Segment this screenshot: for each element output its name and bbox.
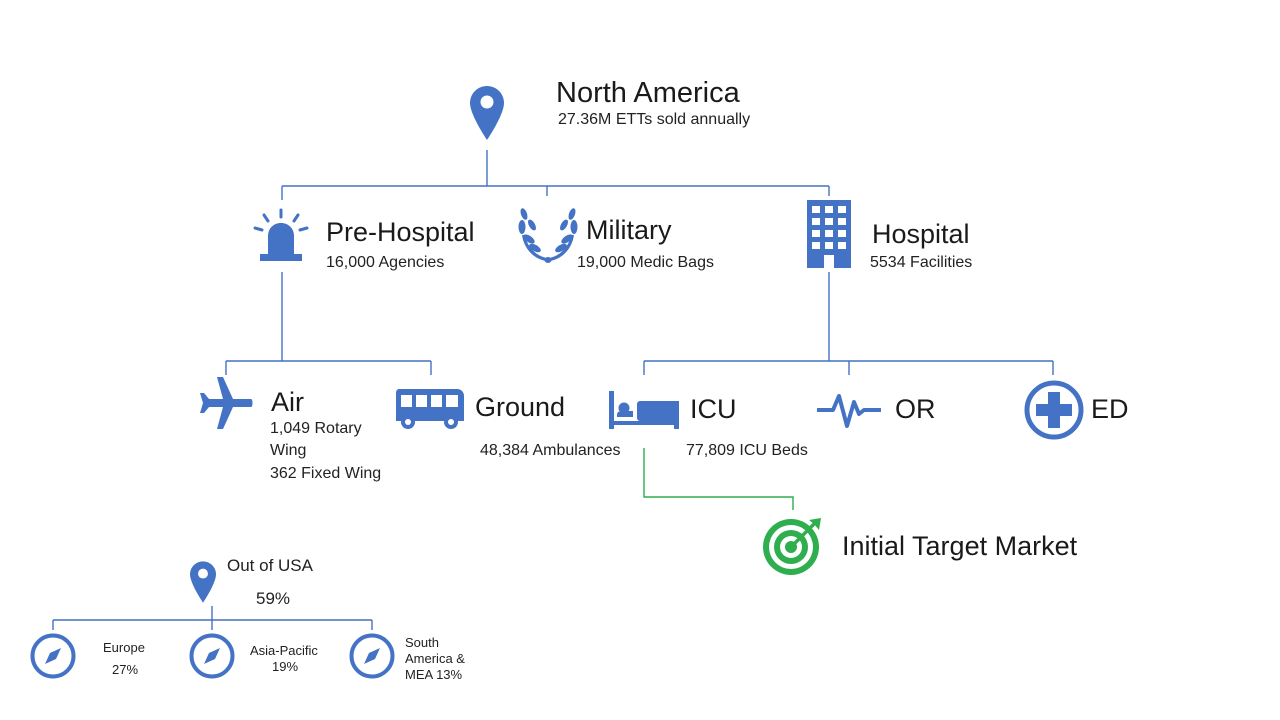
ground-title: Ground	[475, 392, 566, 422]
region-name-line-3: MEA 13%	[405, 667, 463, 682]
medical-cross-icon	[1024, 380, 1084, 440]
hospital-subtitle: 5534 Facilities	[870, 254, 973, 271]
region-name: Europe	[103, 640, 145, 655]
siren-icon	[252, 208, 310, 264]
compass-icon	[30, 633, 76, 679]
bus-icon	[395, 389, 465, 431]
ground-subtitle: 48,384 Ambulances	[480, 442, 621, 459]
root-subtitle: 27.36M ETTs sold annually	[558, 111, 751, 128]
airplane-icon	[198, 376, 254, 430]
region-value: 27%	[112, 662, 139, 677]
or-title: OR	[895, 394, 936, 424]
out-of-usa-value: 59%	[256, 589, 291, 608]
building-icon	[807, 200, 851, 268]
air-title: Air	[271, 387, 304, 417]
location-pin-icon	[470, 86, 504, 140]
root-title: North America	[556, 77, 740, 109]
heartbeat-icon	[817, 388, 881, 432]
out-of-usa-title: Out of USA	[227, 556, 313, 575]
icu-subtitle: 77,809 ICU Beds	[686, 442, 808, 459]
air-line-1: 1,049 Rotary	[270, 420, 362, 437]
region-name-line-1: South	[405, 635, 439, 650]
laurel-wreath-icon	[516, 203, 580, 265]
compass-icon	[189, 633, 235, 679]
compass-icon	[349, 633, 395, 679]
pre-hospital-title: Pre-Hospital	[326, 217, 475, 247]
region-name-line-2: America &	[405, 651, 465, 666]
military-title: Military	[586, 215, 672, 245]
location-pin-icon	[190, 560, 216, 604]
region-name: Asia-Pacific	[250, 643, 318, 658]
hospital-title: Hospital	[872, 219, 970, 249]
military-subtitle: 19,000 Medic Bags	[577, 254, 714, 271]
icu-title: ICU	[690, 394, 737, 424]
region-value: 19%	[272, 659, 299, 674]
ed-title: ED	[1091, 394, 1129, 424]
air-line-2: Wing	[270, 442, 307, 459]
hospital-bed-icon	[609, 391, 679, 429]
target-title: Initial Target Market	[842, 531, 1078, 561]
target-icon	[761, 514, 825, 578]
air-line-3: 362 Fixed Wing	[270, 465, 382, 482]
pre-hospital-subtitle: 16,000 Agencies	[326, 254, 445, 271]
